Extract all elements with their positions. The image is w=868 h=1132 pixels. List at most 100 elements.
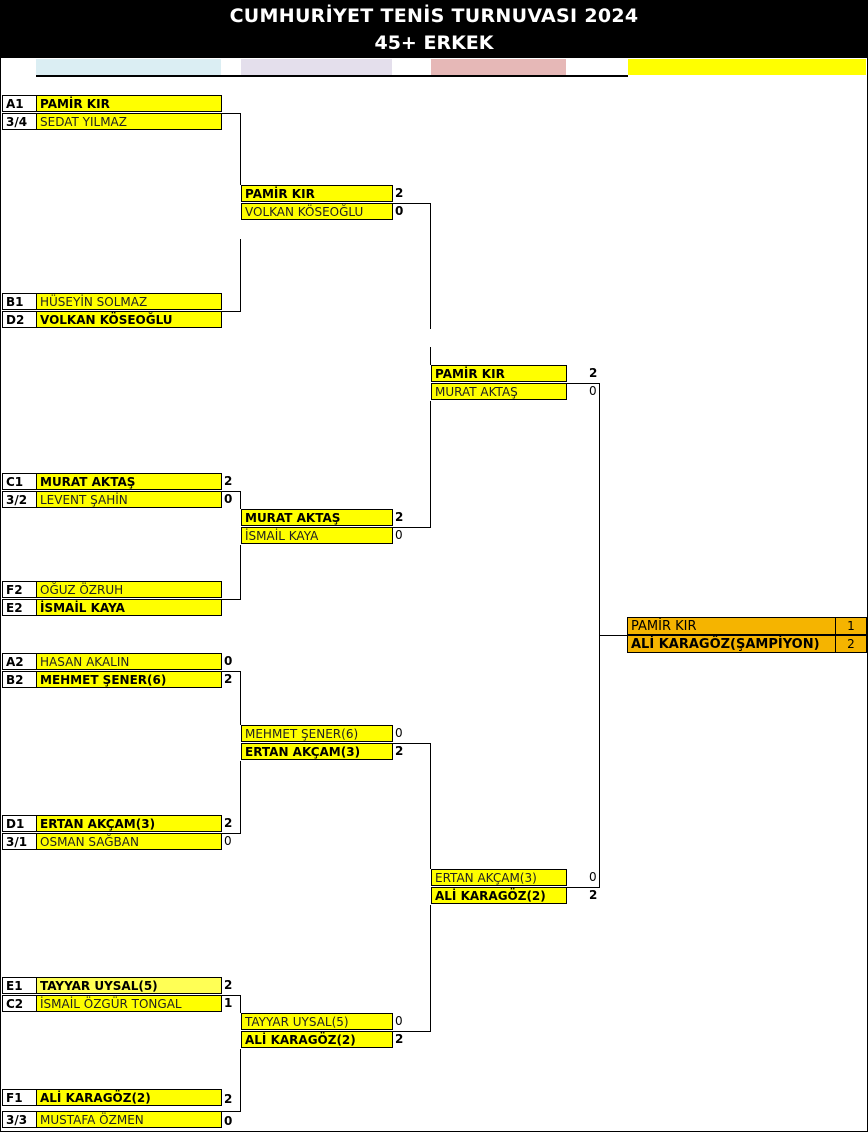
bracket-connector [240,239,241,311]
player-slot: HASAN AKALIN [36,653,222,670]
seed-code: E1 [2,977,36,994]
player-slot: ALİ KARAGÖZ(2) [431,887,567,904]
seed-code: F2 [2,581,36,598]
score: 2 [224,816,233,830]
score: 0 [224,1114,233,1128]
score: 2 [395,744,404,758]
page-title: CUMHURİYET TENİS TURNUVASI 2024 [229,5,639,27]
player-slot: PAMİR KIR [36,95,222,112]
final-score: 1 [835,617,867,635]
bracket-connector [221,311,241,312]
player-slot: MUSTAFA ÖZMEN [36,1111,222,1128]
bracket-connector [221,671,241,672]
seed-code: B2 [2,671,36,688]
seed-code: C2 [2,995,36,1012]
seed-code: C1 [2,473,36,490]
bracket-connector [240,995,241,1013]
player-slot: İSMAİL KAYA [241,527,393,544]
player-slot: MURAT AKTAŞ [241,509,393,526]
bracket-connector [240,761,241,833]
bracket-connector [430,905,431,1031]
player-slot: İSMAİL ÖZGÜR TONGAL [36,995,222,1012]
header-divider [36,75,628,77]
bracket-connector [566,383,600,384]
bracket-connector [221,491,241,492]
bracket-connector [240,1049,241,1111]
bracket-connector [221,113,241,114]
player-slot: MURAT AKTAŞ [36,473,222,490]
player-slot: MEHMET ŞENER(6) [36,671,222,688]
score: 0 [395,528,403,542]
bracket-connector [430,203,431,329]
player-slot: ERTAN AKÇAM(3) [431,869,567,886]
color-strip-4 [628,59,866,75]
score: 0 [395,204,404,218]
player-slot: İSMAİL KAYA [36,599,222,616]
seed-code: 3/2 [2,491,36,508]
seed-code: 3/1 [2,833,36,850]
seed-code: B1 [2,293,36,310]
seed-code: D2 [2,311,36,328]
player-slot: MURAT AKTAŞ [431,383,567,400]
player-slot: OSMAN SAĞBAN [36,833,222,850]
color-strip-3 [431,59,566,75]
seed-code: 3/4 [2,113,36,130]
color-strip-2 [241,59,392,75]
player-slot: VOLKAN KÖSEOĞLU [241,203,393,220]
bracket-connector [240,545,241,599]
seed-code: A2 [2,653,36,670]
page-subtitle: 45+ ERKEK [374,32,494,54]
seed-code: A1 [2,95,36,112]
seed-code: E2 [2,599,36,616]
header: CUMHURİYET TENİS TURNUVASI 2024 45+ ERKE… [0,0,868,58]
player-slot: SEDAT YILMAZ [36,113,222,130]
player-slot: ALİ KARAGÖZ(2) [241,1031,393,1048]
score: 0 [589,384,597,398]
bracket-connector [240,113,241,185]
seed-code: 3/3 [2,1111,36,1128]
player-slot: PAMİR KIR [431,365,567,382]
score: 2 [224,474,233,488]
score: 2 [224,1092,233,1106]
score: 2 [224,672,233,686]
bracket-connector [392,743,431,744]
seed-code: F1 [2,1089,36,1106]
bracket-connector [240,491,241,509]
player-slot: TAYYAR UYSAL(5) [241,1013,393,1030]
player-slot: ALİ KARAGÖZ(2) [36,1089,222,1106]
score: 0 [224,834,232,848]
score: 2 [589,888,598,902]
score: 2 [589,366,598,380]
bracket-connector [392,527,431,528]
bracket-connector [221,599,241,600]
player-slot: LEVENT ŞAHİN [36,491,222,508]
score: 2 [224,978,233,992]
final-player-slot: PAMİR KIR [627,617,836,635]
player-slot: OĞUZ ÖZRUH [36,581,222,598]
final-score: 2 [835,635,867,653]
seed-code: D1 [2,815,36,832]
player-slot: ERTAN AKÇAM(3) [241,743,393,760]
score: 0 [395,726,403,740]
player-slot: MEHMET ŞENER(6) [241,725,393,742]
bracket-connector [392,203,431,204]
bracket-connector [392,1031,431,1032]
bracket-connector [430,401,431,527]
score: 1 [224,996,233,1010]
color-strip-1 [36,59,221,75]
bracket-connector [430,743,431,869]
bracket-connector [221,1111,241,1112]
player-slot: HÜSEYİN SOLMAZ [36,293,222,310]
player-slot: TAYYAR UYSAL(5) [36,977,222,994]
player-slot: ERTAN AKÇAM(3) [36,815,222,832]
score: 0 [589,870,597,884]
score: 2 [395,186,404,200]
score: 0 [395,1014,403,1028]
player-slot: VOLKAN KÖSEOĞLU [36,311,222,328]
champion-slot: ALİ KARAGÖZ(ŞAMPİYON) [627,635,836,653]
bracket-connector [221,833,241,834]
score: 0 [224,492,233,506]
bracket-connector [430,347,431,365]
score: 2 [395,1032,404,1046]
